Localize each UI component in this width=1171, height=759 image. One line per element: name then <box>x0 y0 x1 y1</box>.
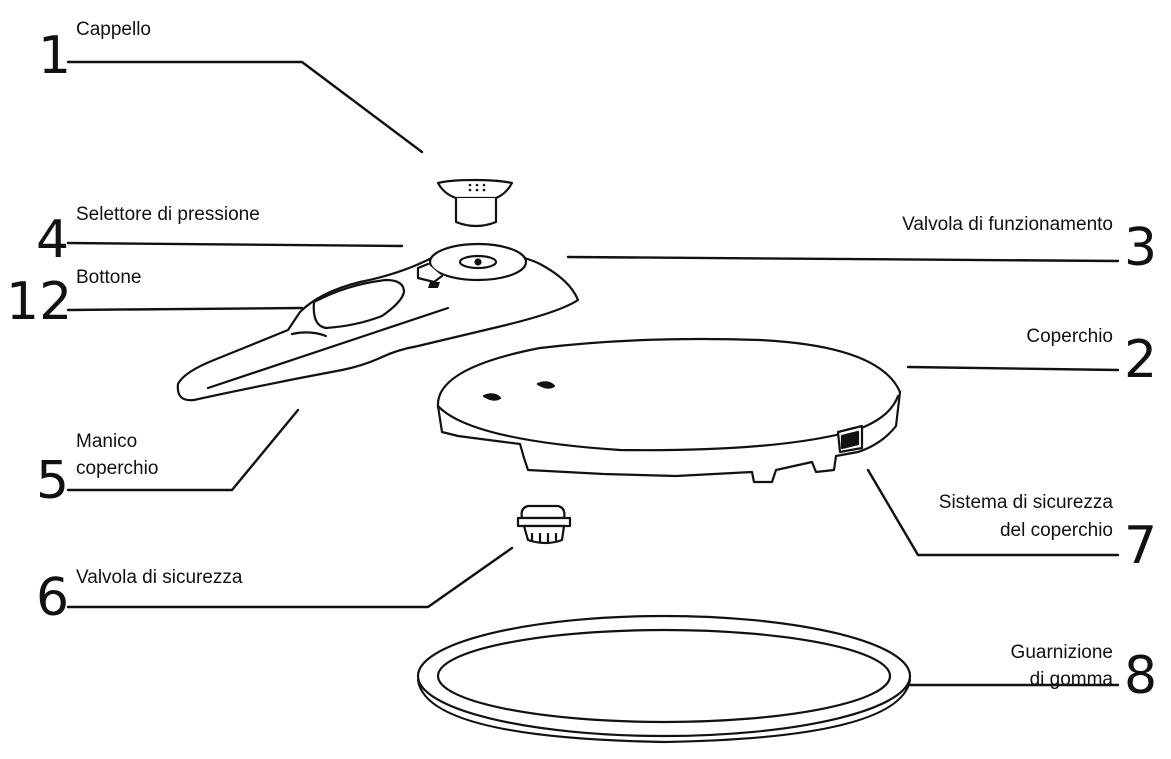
callout-number-8: 8 <box>1124 646 1158 706</box>
callout-number-12: 12 <box>6 272 73 332</box>
callout-number-6: 6 <box>36 568 70 628</box>
callout-number-5: 5 <box>36 451 70 511</box>
callout-number-1: 1 <box>38 26 72 86</box>
label-cappello: Cappello <box>76 19 151 40</box>
button-part <box>312 278 406 330</box>
label-sistema-di-sicurezza: Sistema di sicurezza <box>938 492 1113 513</box>
leader-lines <box>66 60 1120 687</box>
leader-line-12 <box>66 306 304 312</box>
callout-number-4: 4 <box>36 210 70 270</box>
safety-valve-part <box>516 504 572 545</box>
label-coperchio: Coperchio <box>1026 326 1113 347</box>
leader-line-3 <box>566 255 1120 263</box>
label-del-coperchio: del coperchio <box>999 520 1113 541</box>
label-guarnizione: Guarnizione <box>1010 642 1113 663</box>
lid-part <box>436 337 902 484</box>
leader-line-6 <box>66 546 514 609</box>
cap-part <box>436 178 514 228</box>
leader-line-5 <box>66 408 300 492</box>
label-manico: Manico <box>76 431 138 452</box>
label-di-gomma: di gomma <box>1029 669 1113 690</box>
callout-number-3: 3 <box>1124 218 1158 278</box>
gasket-part <box>416 614 912 744</box>
label-selettore-di-pressione: Selettore di pressione <box>76 204 260 225</box>
leader-line-1 <box>66 60 424 154</box>
label-bottone: Bottone <box>76 267 142 288</box>
leader-line-4 <box>66 241 404 248</box>
callout-number-7: 7 <box>1124 516 1158 576</box>
leader-line-2 <box>906 365 1120 372</box>
label-coperchio-handle: coperchio <box>76 458 159 479</box>
leader-line-7 <box>866 468 1120 557</box>
label-valvola-di-funzionamento: Valvola di funzionamento <box>902 214 1113 235</box>
lid-handle-part <box>176 242 580 402</box>
label-valvola-di-sicurezza: Valvola di sicurezza <box>76 567 243 588</box>
callout-number-2: 2 <box>1124 330 1158 390</box>
